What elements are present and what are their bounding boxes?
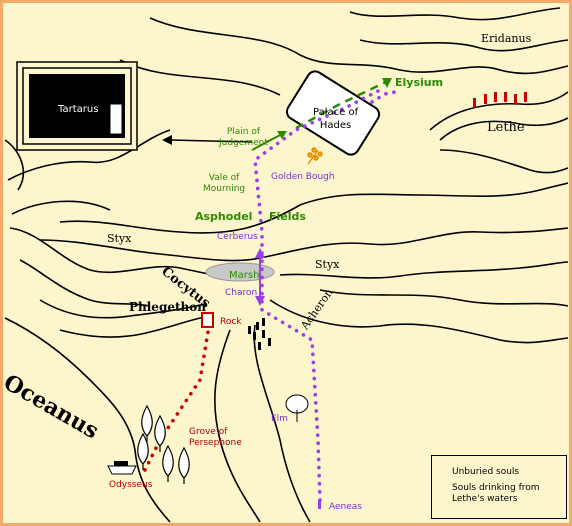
map-drawing xyxy=(4,7,569,523)
elm-label: Elm xyxy=(271,414,288,424)
odysseus-route xyxy=(143,330,210,472)
fields-label: Fields xyxy=(269,210,306,223)
elysium-arrowhead xyxy=(382,78,392,88)
lethe-souls-figures xyxy=(473,92,527,108)
elm-tree-icon xyxy=(285,394,309,422)
golden-bough-icon xyxy=(307,147,323,165)
eridanus-label: Eridanus xyxy=(481,32,532,45)
rock-marker xyxy=(201,312,214,328)
golden-bough-label: Golden Bough xyxy=(271,172,335,182)
styx-right-label: Styx xyxy=(315,258,340,271)
marsh-label: Marsh xyxy=(229,270,260,281)
aeneas-route xyxy=(253,88,382,502)
phlegethon-label: Phlegethon xyxy=(129,300,206,314)
grove-label: Grove of Persephone xyxy=(189,427,242,448)
legend-unburied-label: Unburied souls xyxy=(452,467,520,477)
asphodel-label: Asphodel xyxy=(195,210,253,223)
tartarus-walls xyxy=(16,61,138,151)
cerberus-label: Cerberus xyxy=(217,232,258,242)
odysseus-label: Odysseus xyxy=(109,480,153,490)
rock-label: Rock xyxy=(220,317,242,327)
tartarus-label: Tartarus xyxy=(58,104,99,115)
legend-lethe-label: Souls drinking from Lethe's waters xyxy=(452,483,540,505)
charon-crossing-arrow xyxy=(255,248,265,306)
vale-label: Vale of Mourning xyxy=(203,173,246,194)
marsh-area xyxy=(205,262,275,282)
odysseus-ship-icon xyxy=(107,461,137,475)
aeneas-route-elysium xyxy=(370,90,397,104)
elysium-label: Elysium xyxy=(395,76,444,89)
charon-label: Charon xyxy=(225,288,258,298)
aeneas-figure xyxy=(318,500,321,509)
map-legend: Unburied souls Souls drinking from Lethe… xyxy=(431,455,567,519)
aeneas-label: Aeneas xyxy=(329,502,362,512)
unburied-souls-figures xyxy=(248,318,271,350)
elysium-path xyxy=(295,80,387,130)
lethe-label: Lethe xyxy=(487,120,525,135)
styx-left-label: Styx xyxy=(107,232,132,245)
grove-trees xyxy=(137,404,190,484)
plain-label: Plain of Judgement xyxy=(219,127,268,148)
plain-of-judgement-arrows xyxy=(162,131,287,151)
palace-label: Palace of Hades xyxy=(313,107,359,131)
